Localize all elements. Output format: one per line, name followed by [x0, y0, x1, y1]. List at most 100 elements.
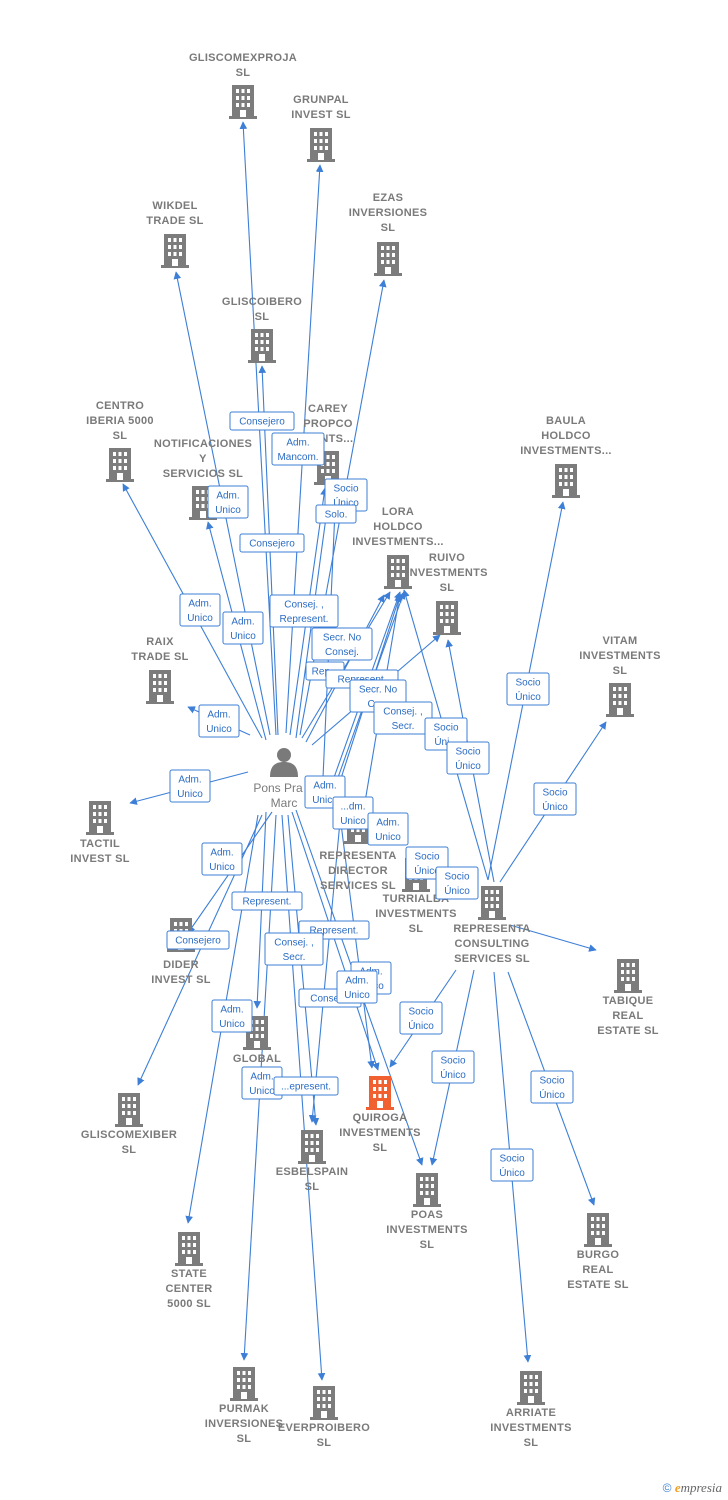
company-label-line: LORA [382, 506, 414, 518]
company-node-baula[interactable]: BAULAHOLDCOINVESTMENTS... [520, 415, 612, 498]
building-icon [161, 234, 189, 268]
role-badge-b34[interactable]: Adm.Unico [211, 999, 253, 1033]
badge-label-line: Único [542, 800, 568, 813]
badge-label-line: Adm. [231, 617, 254, 628]
company-label-line: GLISCOMEXPROJA [189, 52, 297, 64]
role-badge-b22[interactable]: Adm.Unico [367, 812, 409, 846]
badge-label-line: Único [455, 759, 481, 772]
badge-box [179, 593, 221, 627]
badge-box [273, 1076, 339, 1096]
building-icon [230, 1367, 258, 1401]
badge-label-line: Consej. , [274, 938, 313, 949]
role-badge-b30[interactable]: Consej. ,Secr. [264, 932, 324, 966]
company-label-line: WIKDEL [152, 200, 197, 212]
role-badge-b1[interactable]: Consejero [229, 411, 295, 431]
company-label-line: GLISCOMEXIBER [81, 1129, 177, 1141]
badges-layer: ConsejeroAdm.Mancom.SocioÚnicoSolo.Adm.U… [166, 411, 577, 1182]
role-badge-b4[interactable]: Solo. [315, 504, 357, 524]
company-label-line: SL [373, 1142, 388, 1154]
company-label-line: INVESTMENTS [375, 908, 457, 920]
badge-label-line: Socio [433, 723, 458, 734]
badge-box [211, 999, 253, 1033]
role-badge-b2[interactable]: Adm.Mancom. [271, 432, 325, 466]
company-label-line: REAL [612, 1010, 643, 1022]
role-badge-b18[interactable]: Adm.Unico [198, 704, 240, 738]
role-badge-b27[interactable]: Represent. [231, 891, 303, 911]
building-icon [298, 1130, 326, 1164]
badge-label-line: Consej. [325, 647, 359, 658]
role-badge-b19[interactable]: Adm.Unico [169, 769, 211, 803]
badge-label-line: Represent. [280, 614, 329, 625]
badge-label-line: Socio [499, 1154, 524, 1165]
company-label-line: INVESTMENTS... [352, 536, 444, 548]
role-badge-b25[interactable]: Adm.Unico [201, 842, 243, 876]
role-badge-b9[interactable]: Consej. ,Represent. [269, 594, 339, 628]
role-badge-b6[interactable]: Consejero [239, 533, 305, 553]
company-node-lora[interactable]: LORAHOLDCOINVESTMENTS... [352, 506, 444, 589]
role-badge-b28[interactable]: Consejero [166, 930, 230, 950]
building-icon [517, 1371, 545, 1405]
company-label-line: ARRIATE [506, 1407, 556, 1419]
role-badge-b21[interactable]: ...dm.Unico [332, 796, 374, 830]
role-badge-b14[interactable]: Consej. ,Secr. [373, 701, 433, 735]
building-icon [175, 1232, 203, 1266]
badge-label-line: Mancom. [277, 452, 318, 463]
role-badge-b38[interactable]: ...epresent. [273, 1076, 339, 1096]
footer-brand: © empresia [663, 1480, 722, 1496]
badge-box [315, 504, 357, 524]
role-badge-b8[interactable]: Adm.Unico [222, 611, 264, 645]
badge-label-line: Socio [515, 678, 540, 689]
badge-box [271, 432, 325, 466]
badge-label-line: Socio [542, 788, 567, 799]
badge-label-line: Adm. [188, 599, 211, 610]
role-badge-b5[interactable]: Adm.Unico [207, 485, 249, 519]
company-label-line: RUIVO [429, 552, 465, 564]
company-label-line: REAL [582, 1264, 613, 1276]
company-node-carey[interactable]: CAREYPROPCO...ENTS... [303, 403, 354, 485]
role-badge-b7[interactable]: Adm.Unico [179, 593, 221, 627]
company-label-line: RAIX [146, 636, 174, 648]
building-icon [552, 464, 580, 498]
company-label-line: CAREY [308, 403, 348, 415]
person-name-line-1: Pons Pra [253, 781, 303, 795]
person-node[interactable]: Pons Pra Marc [253, 748, 303, 810]
badge-label-line: Adm. [313, 781, 336, 792]
badge-label-line: Adm. [207, 710, 230, 721]
badge-label-line: Adm. [376, 818, 399, 829]
role-badge-b33[interactable]: Adm.Unico [336, 970, 378, 1004]
